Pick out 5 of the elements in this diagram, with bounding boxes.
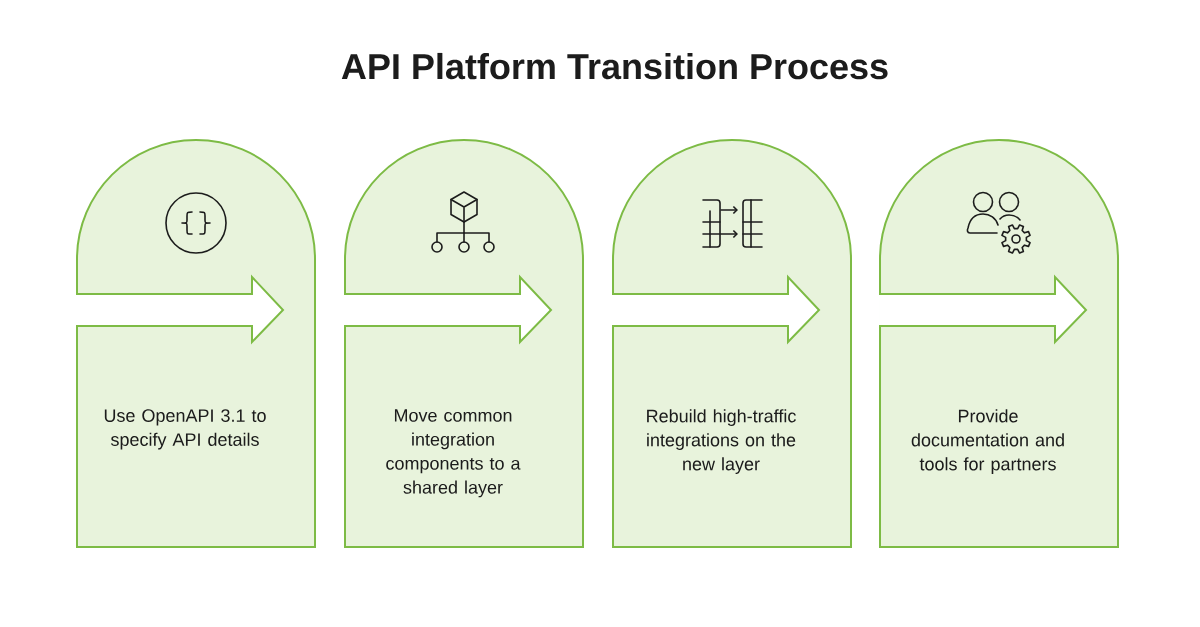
- title: API Platform Transition Process: [341, 52, 888, 80]
- arrow: [343, 274, 553, 345]
- arrow: [75, 274, 285, 345]
- arrow: [878, 274, 1088, 345]
- arrow: [611, 274, 821, 345]
